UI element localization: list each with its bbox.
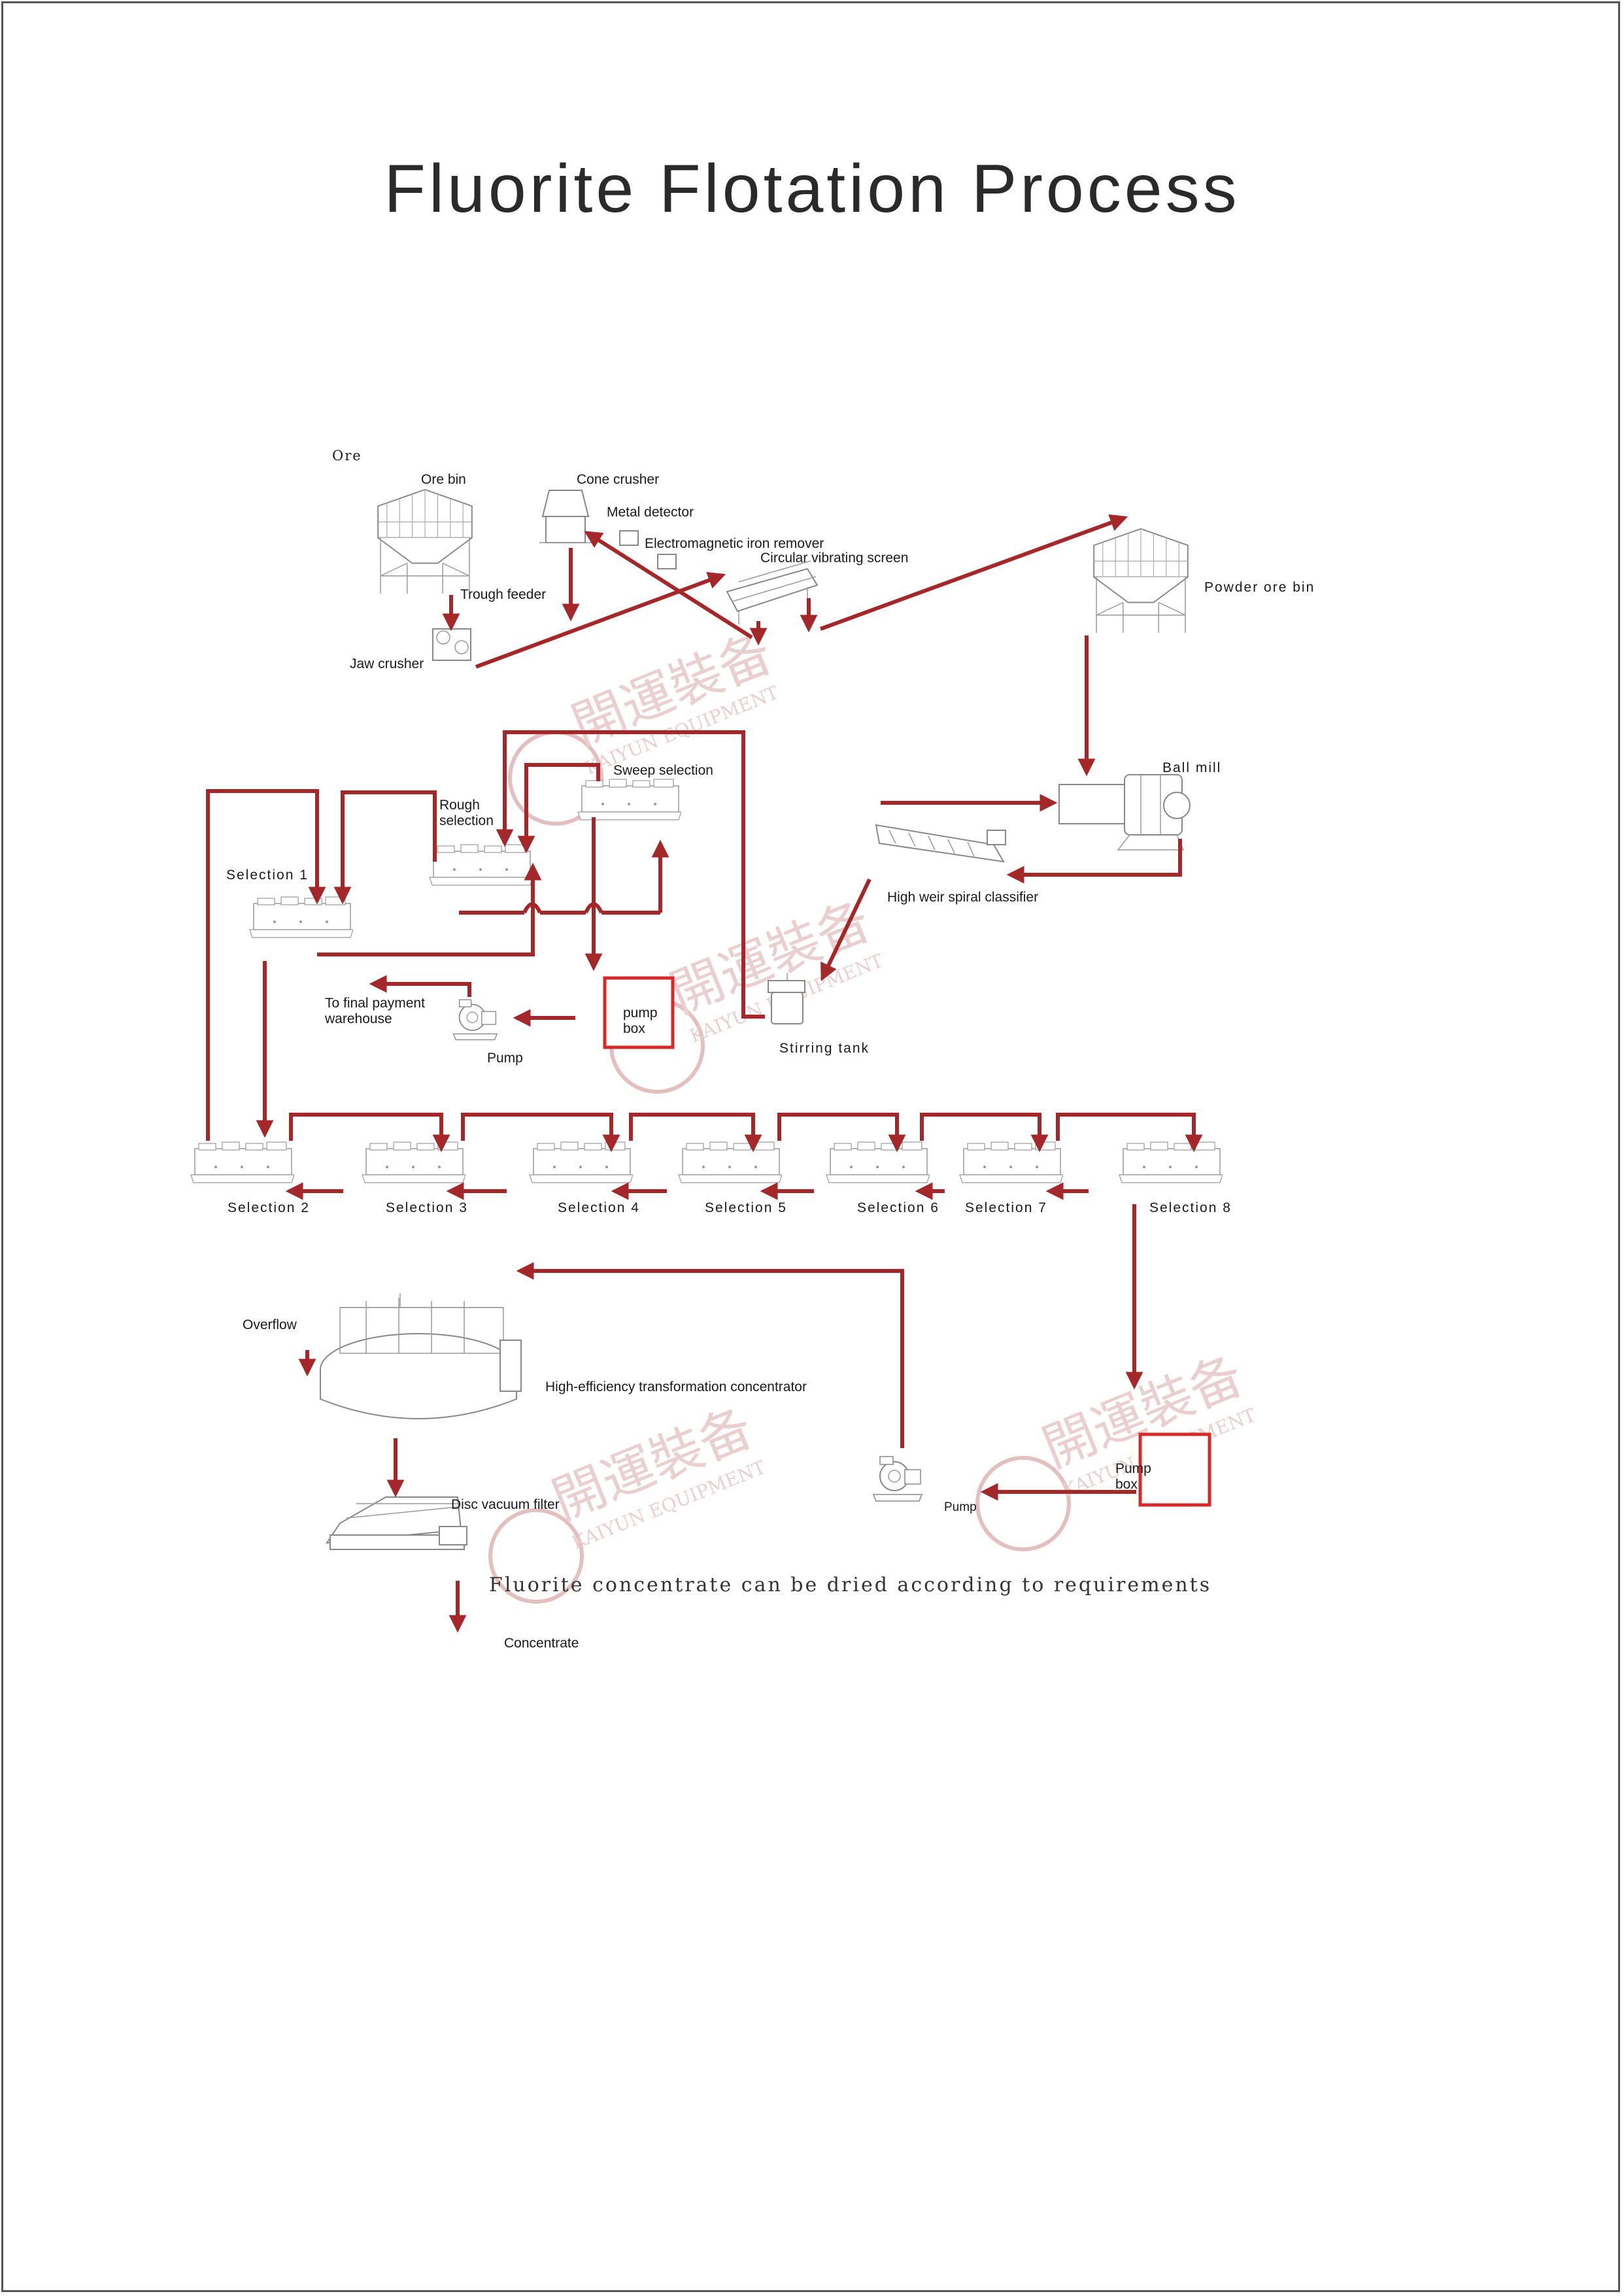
jaw-crusher bbox=[432, 628, 471, 661]
label-pump-2: Pump bbox=[944, 1500, 977, 1514]
circular-vibrating-screen bbox=[726, 560, 819, 624]
label-selection-5: Selection 5 bbox=[705, 1200, 787, 1215]
watermark-4: 開運裝备 KAIYUN EQUIPMENT bbox=[975, 1345, 1259, 1551]
ball-mill bbox=[1058, 774, 1191, 851]
label-metal-detector: Metal detector bbox=[607, 505, 694, 520]
label-ball-mill: Ball mill bbox=[1162, 760, 1222, 775]
label-overflow: Overflow bbox=[243, 1317, 297, 1332]
rough-selection-cell bbox=[429, 844, 533, 886]
label-concentrate: Concentrate bbox=[504, 1636, 579, 1651]
label-pump-box-1: pump box bbox=[623, 1005, 658, 1036]
label-selection-6: Selection 6 bbox=[857, 1200, 939, 1215]
pump-1 bbox=[452, 999, 498, 1041]
label-selection-7: Selection 7 bbox=[965, 1200, 1047, 1215]
pump-box-1 bbox=[603, 976, 675, 1049]
label-cone-crusher: Cone crusher bbox=[577, 472, 660, 487]
pump-2 bbox=[873, 1456, 922, 1502]
label-ore-bin: Ore bin bbox=[421, 472, 466, 487]
powder-ore-bin bbox=[1093, 528, 1189, 634]
label-sweep-selection: Sweep selection bbox=[613, 763, 713, 778]
sweep-selection-cell bbox=[577, 779, 681, 820]
label-stirring-tank: Stirring tank bbox=[779, 1041, 870, 1056]
label-ore: Ore bbox=[332, 448, 362, 464]
cone-crusher bbox=[539, 490, 592, 543]
label-drying-note: Fluorite concentrate can be dried accord… bbox=[489, 1574, 1212, 1596]
label-jaw-crusher: Jaw crusher bbox=[350, 656, 424, 671]
flow-lines bbox=[206, 514, 1203, 1633]
label-selection-1: Selection 1 bbox=[226, 868, 309, 883]
label-selection-3: Selection 3 bbox=[386, 1200, 468, 1215]
iron-remover bbox=[657, 554, 677, 569]
selection-1-cell bbox=[249, 896, 353, 938]
label-trough-feeder: Trough feeder bbox=[460, 587, 547, 602]
label-selection-2: Selection 2 bbox=[228, 1200, 310, 1215]
label-iron-remover: Electromagnetic iron remover bbox=[645, 536, 824, 551]
selection-4-cell bbox=[529, 1141, 633, 1183]
label-pump-box-2: Pump box bbox=[1115, 1461, 1151, 1492]
high-efficiency-concentrator bbox=[320, 1293, 522, 1419]
selection-2-cell bbox=[190, 1141, 294, 1183]
selection-8-cell bbox=[1119, 1141, 1223, 1183]
label-powder-ore-bin: Powder ore bin bbox=[1204, 580, 1315, 595]
metal-detector bbox=[619, 530, 639, 546]
pump-box-2 bbox=[1138, 1432, 1211, 1507]
disc-vacuum-filter bbox=[325, 1496, 467, 1550]
high-weir-spiral-classifier bbox=[875, 824, 1006, 863]
label-pump-1: Pump bbox=[487, 1051, 523, 1066]
label-concentrator: High-efficiency transformation concentra… bbox=[545, 1379, 807, 1394]
label-final-warehouse: To final payment warehouse bbox=[325, 996, 425, 1026]
selection-7-cell bbox=[959, 1141, 1063, 1183]
label-spiral-classifier: High weir spiral classifier bbox=[887, 890, 1039, 905]
label-selection-4: Selection 4 bbox=[558, 1200, 640, 1215]
label-disc-filter: Disc vacuum filter bbox=[451, 1497, 560, 1512]
selection-5-cell bbox=[678, 1141, 782, 1183]
selection-6-cell bbox=[826, 1141, 930, 1183]
label-selection-8: Selection 8 bbox=[1149, 1200, 1232, 1215]
page-title: Fluorite Flotation Process bbox=[384, 151, 1240, 227]
stirring-tank bbox=[768, 973, 805, 1024]
selection-3-cell bbox=[362, 1141, 465, 1183]
label-vibrating-screen: Circular vibrating screen bbox=[760, 550, 909, 566]
label-rough-selection: Rough selection bbox=[439, 798, 494, 828]
ore-bin bbox=[377, 488, 473, 595]
